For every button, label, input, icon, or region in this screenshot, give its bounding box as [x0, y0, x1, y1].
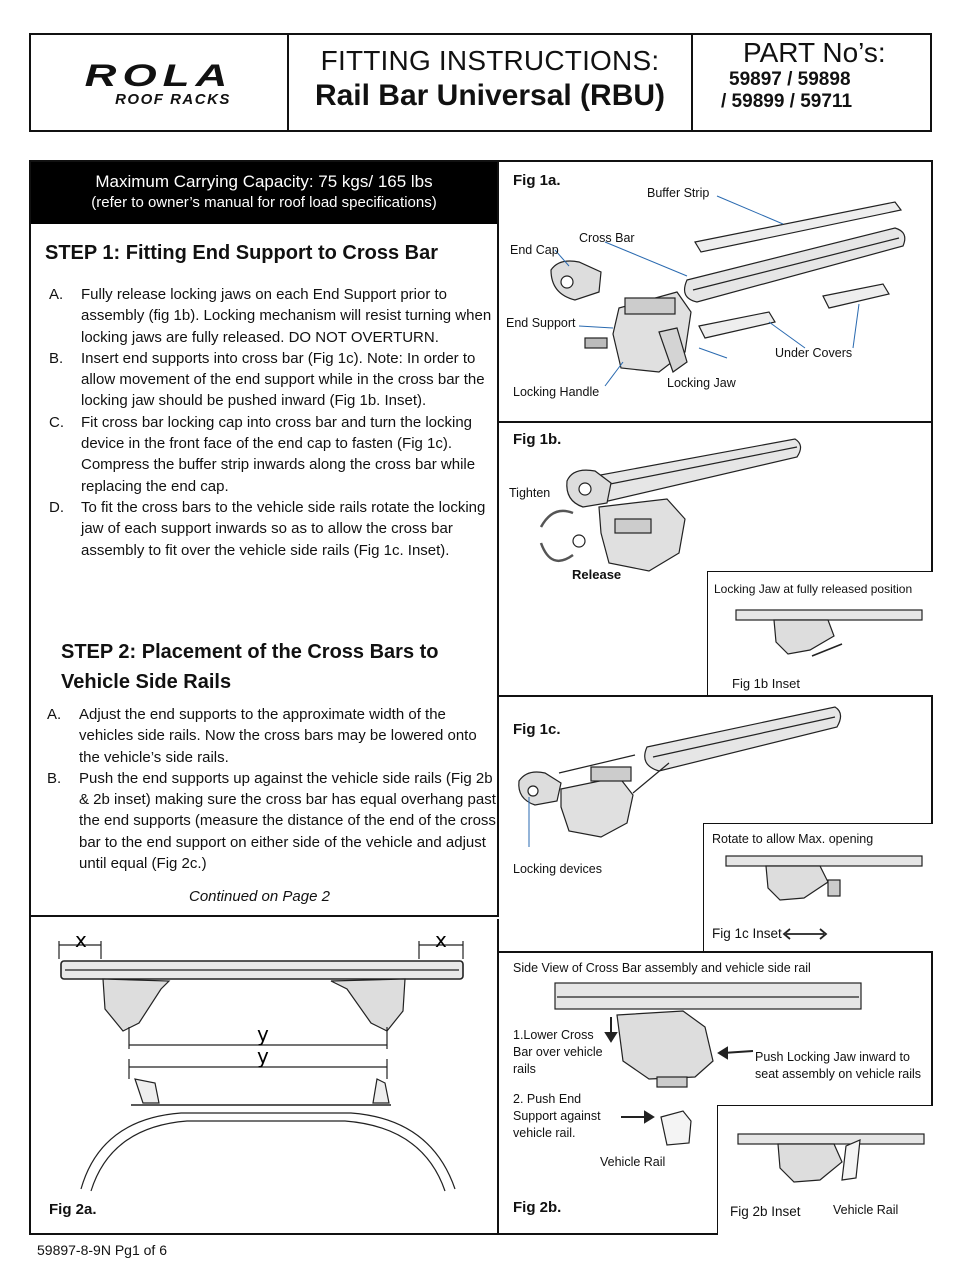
inset-label: Fig 1b Inset: [732, 676, 800, 691]
fig-2a-panel: x x y y Fig 2a.: [31, 919, 499, 1235]
label-lower-cross-bar: 1.Lower Cross Bar over vehicle rails: [513, 1028, 603, 1076]
label-end-cap: End Cap: [510, 243, 559, 257]
svg-text:ROLA: ROLA: [85, 57, 234, 93]
list-item: A.Adjust the end supports to the approxi…: [47, 706, 477, 766]
dim-y-top: y: [257, 1022, 269, 1046]
capacity-line-2: (refer to owner’s manual for roof load s…: [91, 194, 437, 211]
fig-2a-drawing: x x y y: [58, 928, 464, 1192]
fig-1c-panel: Fig 1c. Locking devices Rotate to allow …: [499, 697, 933, 953]
capacity-banner: Maximum Carrying Capacity: 75 kgs/ 165 l…: [31, 162, 497, 224]
label-end-support: End Support: [506, 316, 576, 330]
title-line-2: Rail Bar Universal (RBU): [314, 79, 666, 112]
document-header: ROLA ROOF RACKS FITTING INSTRUCTIONS: Ra…: [29, 33, 932, 132]
list-item: D.To fit the cross bars to the vehicle s…: [49, 498, 486, 559]
step1-heading: STEP 1: Fitting End Support to Cross Bar: [45, 242, 438, 264]
main-frame: Maximum Carrying Capacity: 75 kgs/ 165 l…: [29, 160, 933, 1235]
fig-1b-drawing: [539, 438, 802, 572]
label-under-covers: Under Covers: [775, 346, 853, 360]
inset-vehicle-rail: Vehicle Rail: [833, 1203, 899, 1217]
page-footer: 59897-8-9N Pg1 of 6: [37, 1242, 167, 1258]
parts-line-1: 59897 / 59898: [729, 69, 851, 90]
inset-title: Locking Jaw at fully released position: [714, 582, 913, 596]
list-item: A.Fully release locking jaws on each End…: [49, 286, 492, 346]
label-locking-devices: Locking devices: [513, 862, 602, 876]
fig-1c-drawing: [518, 706, 842, 847]
label-buffer-strip: Buffer Strip: [647, 186, 710, 200]
capacity-line-1: Maximum Carrying Capacity: 75 kgs/ 165 l…: [95, 172, 433, 191]
label-push-end-support: 2. Push End Support against vehicle rail…: [513, 1092, 601, 1140]
parts-line-2: / 59899 / 59711: [721, 91, 853, 112]
label-push-locking-jaw: Push Locking Jaw inward to seat assembly…: [755, 1050, 922, 1081]
step2-heading: STEP 2: Placement of the Cross Bars to V…: [61, 641, 439, 693]
inset-label: Fig 1c Inset: [712, 926, 782, 941]
label-vehicle-rail: Vehicle Rail: [600, 1155, 666, 1169]
fig-2b-panel: Side View of Cross Bar assembly and vehi…: [499, 953, 933, 1235]
fig-1a-label: Fig 1a.: [513, 172, 561, 189]
fig-1a-panel: Fig 1a. Buffer Strip Cross Bar End Cap E…: [499, 162, 933, 423]
inset-label: Fig 2b Inset: [730, 1204, 801, 1219]
label-locking-handle: Locking Handle: [513, 385, 600, 399]
fig-2a-label: Fig 2a.: [49, 1201, 97, 1218]
step2-list: A.Adjust the end supports to the approxi…: [47, 704, 497, 874]
document-title: FITTING INSTRUCTIONS: Rail Bar Universal…: [289, 35, 693, 130]
fig-1c-label: Fig 1c.: [513, 721, 561, 738]
fig-2b-title: Side View of Cross Bar assembly and vehi…: [513, 961, 811, 975]
dim-x-right: x: [435, 928, 447, 952]
label-release: Release: [572, 567, 622, 582]
inset-title: Rotate to allow Max. opening: [712, 832, 874, 846]
fig-2b-drawing: [554, 982, 862, 1146]
fig-2b-inset: Fig 2b Inset Vehicle Rail: [717, 1105, 933, 1235]
fig-1b-inset-drawing: [735, 609, 923, 657]
label-locking-jaw: Locking Jaw: [667, 376, 736, 390]
brand-logo: ROLA ROOF RACKS: [31, 35, 289, 130]
dim-y-bottom: y: [257, 1044, 269, 1068]
fig-2b-label: Fig 2b.: [513, 1199, 562, 1216]
fig-1b-inset: Locking Jaw at fully released position F…: [707, 571, 933, 695]
fig-1c-inset: Rotate to allow Max. opening Fig 1c Inse…: [703, 823, 933, 951]
fig-1a-drawing: [550, 195, 906, 387]
instructions-column: Maximum Carrying Capacity: 75 kgs/ 165 l…: [31, 162, 499, 917]
fig-2b-inset-drawing: [737, 1133, 925, 1183]
label-tighten: Tighten: [509, 486, 551, 500]
svg-text:ROOF RACKS: ROOF RACKS: [115, 91, 231, 108]
parts-label: PART No’s:: [743, 37, 886, 68]
fig-1c-inset-drawing: [725, 855, 923, 940]
list-item: B.Insert end supports into cross bar (Fi…: [49, 349, 485, 410]
part-numbers: PART No’s: 59897 / 59898 / 59899 / 59711: [693, 35, 930, 130]
fig-1b-label: Fig 1b.: [513, 431, 562, 448]
title-line-1: FITTING INSTRUCTIONS:: [320, 45, 660, 76]
step1-list: A.Fully release locking jaws on each End…: [49, 284, 497, 561]
label-cross-bar: Cross Bar: [579, 231, 635, 245]
fig-1b-panel: Fig 1b. Tighten Release Locking Jaw at f…: [499, 423, 933, 697]
list-item: C.Fit cross bar locking cap into cross b…: [49, 413, 476, 495]
list-item: B.Push the end supports up against the v…: [47, 769, 496, 873]
continued-note: Continued on Page 2: [189, 888, 330, 905]
dim-x-left: x: [75, 928, 87, 952]
